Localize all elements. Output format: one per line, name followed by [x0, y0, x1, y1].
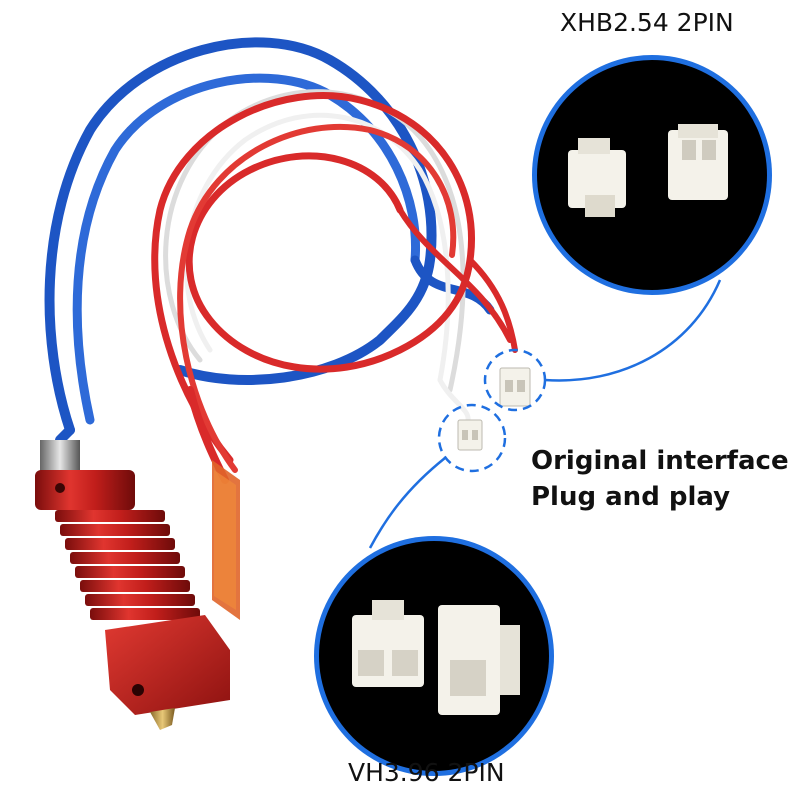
- vh-connector-left: [352, 600, 424, 687]
- kapton-tape: [212, 460, 240, 620]
- connector-bottom-label: VH3.96 2PIN: [348, 758, 505, 787]
- callout-lines: [368, 279, 722, 549]
- connector-top-label: XHB2.54 2PIN: [560, 8, 734, 37]
- callout-top: [532, 55, 772, 295]
- callout-bottom: [314, 536, 554, 776]
- hotend: [35, 440, 230, 730]
- xhb-connector-left: [568, 138, 626, 217]
- vh-connector-right: [438, 605, 520, 715]
- interface-label-line1: Original interface: [531, 446, 789, 476]
- wire-connectors: [457, 367, 531, 451]
- interface-label-line2: Plug and play: [531, 482, 731, 512]
- xhb-connector-right: [668, 124, 728, 200]
- red-wires: [151, 92, 518, 484]
